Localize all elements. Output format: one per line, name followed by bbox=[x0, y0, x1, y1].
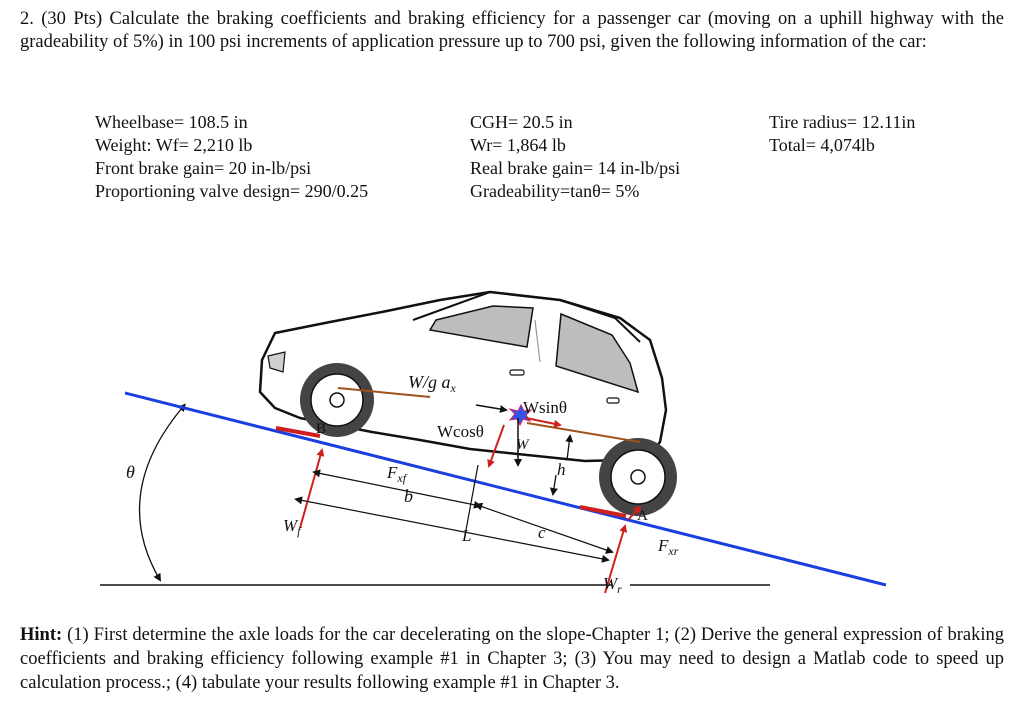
hint-label: Hint: bbox=[20, 625, 63, 645]
given-column-2: CGH= 20.5 in Wr= 1,864 lb Real brake gai… bbox=[470, 111, 680, 203]
hint-text: (1) First determine the axle loads for t… bbox=[20, 625, 1004, 693]
rear-wheel bbox=[599, 438, 677, 516]
cgh-text: CGH= 20.5 in bbox=[470, 112, 573, 132]
point-a-label: A bbox=[637, 508, 648, 524]
total-weight-text: Total= 4,074lb bbox=[769, 135, 875, 155]
given-column-1: Wheelbase= 108.5 in Weight: Wf= 2,210 lb… bbox=[95, 111, 368, 203]
theta-arc bbox=[138, 403, 186, 582]
tire-radius-text: Tire radius= 12.11in bbox=[769, 112, 916, 132]
front-brake-gain-text: Front brake gain= 20 in-lb/psi bbox=[95, 158, 312, 178]
c-label: c bbox=[538, 523, 546, 542]
fxr-label: Fxr bbox=[657, 536, 679, 558]
problem-statement: 2. (30 Pts) Calculate the braking coeffi… bbox=[20, 9, 1004, 52]
rear-normal-arrow bbox=[604, 524, 628, 594]
inertia-line bbox=[337, 387, 431, 398]
front-weight-text: Weight: Wf= 2,210 lb bbox=[95, 135, 253, 155]
inertia-label: W/g ax bbox=[408, 372, 457, 395]
hint-paragraph: Hint: (1) First determine the axle loads… bbox=[20, 623, 1004, 695]
given-column-3: Tire radius= 12.11in Total= 4,074lb bbox=[769, 111, 915, 157]
point-b-label: B bbox=[316, 421, 326, 437]
c-dimension bbox=[474, 502, 614, 554]
proportioning-valve-text: Proportioning valve design= 290/0.25 bbox=[95, 181, 369, 201]
rear-brake-force-arrow bbox=[627, 505, 642, 521]
fxf-label: Fxf bbox=[386, 463, 408, 485]
wsin-label: Wsinθ bbox=[523, 398, 567, 417]
b-label: b bbox=[404, 486, 413, 506]
front-wheel bbox=[300, 363, 374, 437]
wcos-label: Wcosθ bbox=[437, 422, 484, 441]
wsin-arrow bbox=[525, 417, 562, 428]
l-label: L bbox=[461, 526, 471, 545]
gradeability-text: Gradeability=tanθ= 5% bbox=[470, 181, 640, 201]
wr-label: Wr bbox=[603, 574, 622, 596]
front-normal-arrow bbox=[299, 448, 325, 529]
cg-drop-line bbox=[465, 464, 479, 531]
wcos-arrow bbox=[487, 424, 505, 468]
inertia-arrow bbox=[475, 404, 508, 413]
height-arrow-down bbox=[549, 474, 558, 496]
l-dimension bbox=[294, 496, 610, 563]
wsin-line bbox=[526, 422, 641, 443]
h-label: h bbox=[557, 460, 566, 479]
height-arrow-up bbox=[565, 434, 574, 461]
wheelbase-text: Wheelbase= 108.5 in bbox=[95, 112, 248, 132]
theta-label: θ bbox=[126, 462, 135, 482]
rear-weight-text: Wr= 1,864 lb bbox=[470, 135, 566, 155]
wf-label: Wf bbox=[283, 516, 302, 538]
road-slope bbox=[124, 391, 887, 587]
front-contact-patch bbox=[275, 426, 321, 438]
cg-marker bbox=[508, 403, 533, 427]
rear-brake-gain-text: Real brake gain= 14 in-lb/psi bbox=[470, 158, 681, 178]
w-label: W bbox=[516, 437, 530, 453]
